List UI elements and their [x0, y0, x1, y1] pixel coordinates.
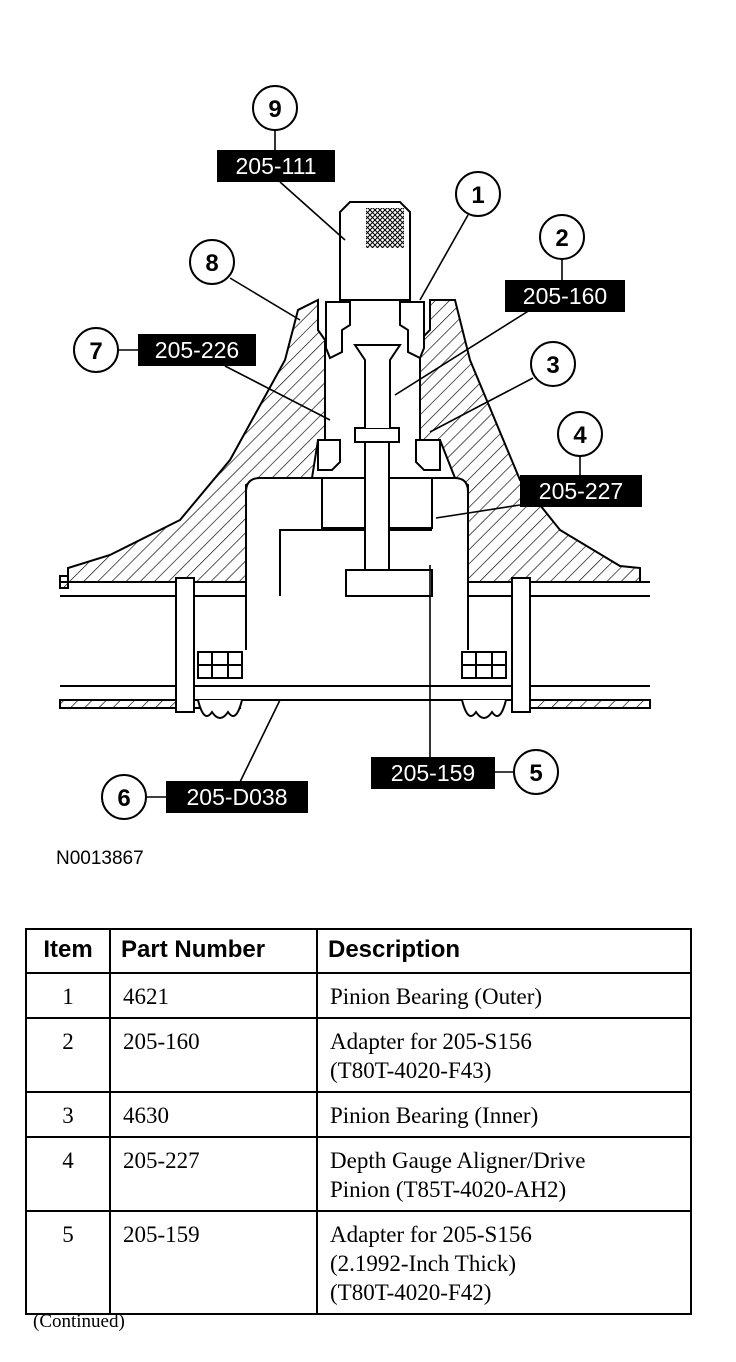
description-line: Pinion (T85T-4020-AH2) [330, 1177, 567, 1202]
row-description: Pinion Bearing (Outer) [316, 972, 692, 1019]
row-item: 3 [25, 1091, 111, 1138]
callout-8: 8 [189, 239, 235, 285]
callout-5: 205-159 5 [371, 749, 559, 795]
row-part-number: 205-227 [109, 1136, 318, 1212]
table-row: 3 4630 Pinion Bearing (Inner) [25, 1091, 692, 1138]
callout-4-number: 4 [573, 422, 587, 449]
row-description: Pinion Bearing (Inner) [316, 1091, 692, 1138]
callout-6: 6 205-D038 [101, 774, 308, 820]
pinion-depth-diagram: 9 205-111 1 2 205-160 8 7 205-226 3 4 20… [59, 85, 651, 820]
callout-4-tool: 205-227 [539, 478, 623, 504]
callout-6-number: 6 [117, 785, 130, 812]
callout-7: 7 205-226 [73, 327, 256, 373]
callout-6-tool: 205-D038 [186, 784, 287, 810]
header-description: Description [316, 928, 692, 974]
row-description: Adapter for 205-S156 (T80T-4020-F43) [316, 1017, 692, 1093]
callout-3-number: 3 [546, 352, 559, 379]
aligner-block [245, 477, 469, 650]
row-part-number: 4630 [109, 1091, 318, 1138]
row-item: 4 [25, 1136, 111, 1212]
header-item: Item [25, 928, 111, 974]
description-line: Depth Gauge Aligner/Drive [330, 1148, 586, 1173]
table-header-row: Item Part Number Description [25, 928, 692, 974]
table-row: 2 205-160 Adapter for 205-S156 (T80T-402… [25, 1017, 692, 1093]
callout-9-number: 9 [268, 96, 281, 123]
description-line: Adapter for 205-S156 [330, 1222, 532, 1247]
row-item: 5 [25, 1210, 111, 1315]
callout-5-number: 5 [529, 760, 542, 787]
row-part-number: 205-159 [109, 1210, 318, 1315]
description-line: Pinion Bearing (Inner) [330, 1103, 539, 1128]
row-description: Depth Gauge Aligner/Drive Pinion (T85T-4… [316, 1136, 692, 1212]
row-part-number: 4621 [109, 972, 318, 1019]
row-item: 1 [25, 972, 111, 1019]
callout-7-tool: 205-226 [155, 337, 239, 363]
description-line: Pinion Bearing (Outer) [330, 984, 543, 1009]
parts-table: Item Part Number Description 1 4621 Pini… [25, 928, 692, 1315]
leader-lines [118, 130, 581, 798]
row-item: 2 [25, 1017, 111, 1093]
callout-3: 3 [530, 341, 576, 387]
table-row: 1 4621 Pinion Bearing (Outer) [25, 972, 692, 1019]
callout-2-number: 2 [555, 225, 568, 252]
row-description: Adapter for 205-S156 (2.1992-Inch Thick)… [316, 1210, 692, 1315]
callout-2-tool: 205-160 [523, 283, 607, 309]
figure-id: N0013867 [56, 848, 144, 869]
callout-2: 2 205-160 [505, 214, 625, 312]
handle-tool [339, 201, 411, 301]
description-line: (T80T-4020-F43) [330, 1058, 492, 1083]
clamp-posts [175, 577, 531, 719]
callout-8-number: 8 [205, 250, 218, 277]
description-line: Adapter for 205-S156 [330, 1029, 532, 1054]
continued-note: (Continued) [33, 1311, 125, 1332]
callout-7-number: 7 [89, 338, 102, 365]
callout-1-number: 1 [471, 182, 484, 209]
pinion-shaft [353, 344, 402, 571]
row-part-number: 205-160 [109, 1017, 318, 1093]
description-line: (2.1992-Inch Thick) [330, 1251, 517, 1276]
callout-1: 1 [455, 171, 501, 217]
header-part-number: Part Number [109, 928, 318, 974]
table-row: 5 205-159 Adapter for 205-S156 (2.1992-I… [25, 1210, 692, 1315]
bearings [317, 301, 441, 471]
callout-9: 9 205-111 [217, 85, 335, 182]
callout-5-tool: 205-159 [391, 760, 475, 786]
table-row: 4 205-227 Depth Gauge Aligner/Drive Pini… [25, 1136, 692, 1212]
description-line: (T80T-4020-F42) [330, 1280, 492, 1305]
callout-4: 4 205-227 [520, 411, 642, 507]
callout-9-tool: 205-111 [236, 153, 317, 179]
